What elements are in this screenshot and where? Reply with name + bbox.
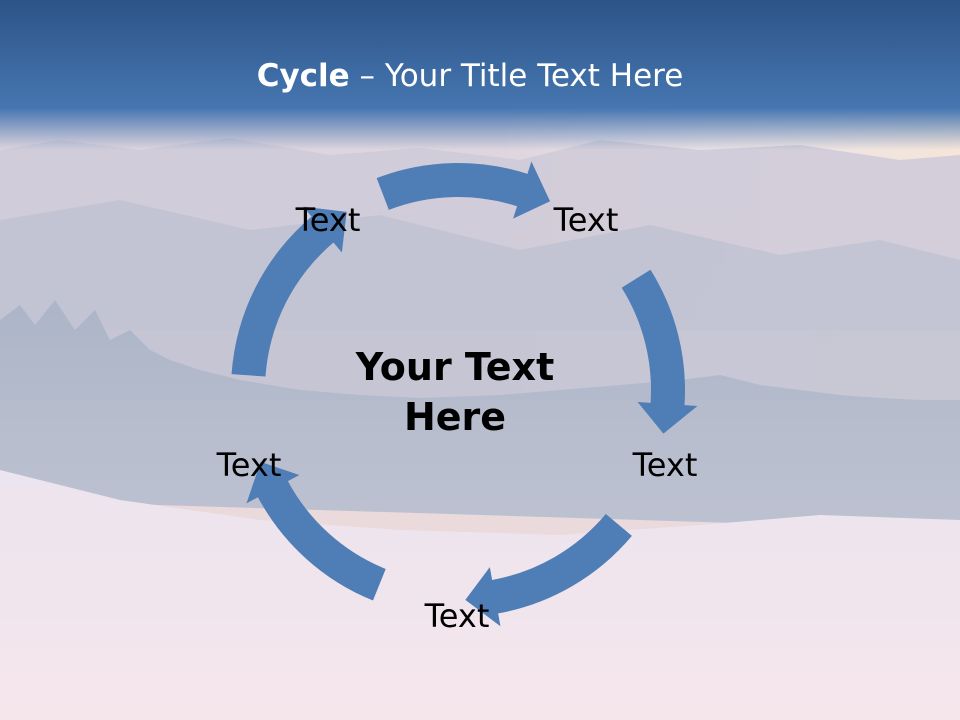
node-label-right: Text	[632, 446, 698, 484]
title-bar	[0, 0, 960, 150]
cycle-arrow-right	[621, 269, 698, 434]
slide-title-rest: – Your Title Text Here	[349, 58, 684, 94]
cycle-arrow-top-left	[231, 206, 347, 377]
center-text-line-1: Your Text	[355, 345, 555, 389]
slide-title: Cycle – Your Title Text Here	[0, 56, 940, 96]
node-label-left: Text	[216, 446, 282, 484]
node-label-top-left: Text	[295, 201, 361, 239]
center-text: Your Text Here	[335, 342, 575, 442]
node-label-top-right: Text	[553, 201, 619, 239]
slide-title-bold: Cycle	[256, 58, 350, 94]
cycle-arrow-top	[376, 161, 551, 219]
cycle-arrow-left	[246, 461, 386, 601]
forest	[0, 300, 960, 530]
cycle-arrow-bottom	[465, 514, 632, 627]
node-label-bottom: Text	[424, 597, 490, 635]
center-text-line-2: Here	[403, 395, 507, 439]
